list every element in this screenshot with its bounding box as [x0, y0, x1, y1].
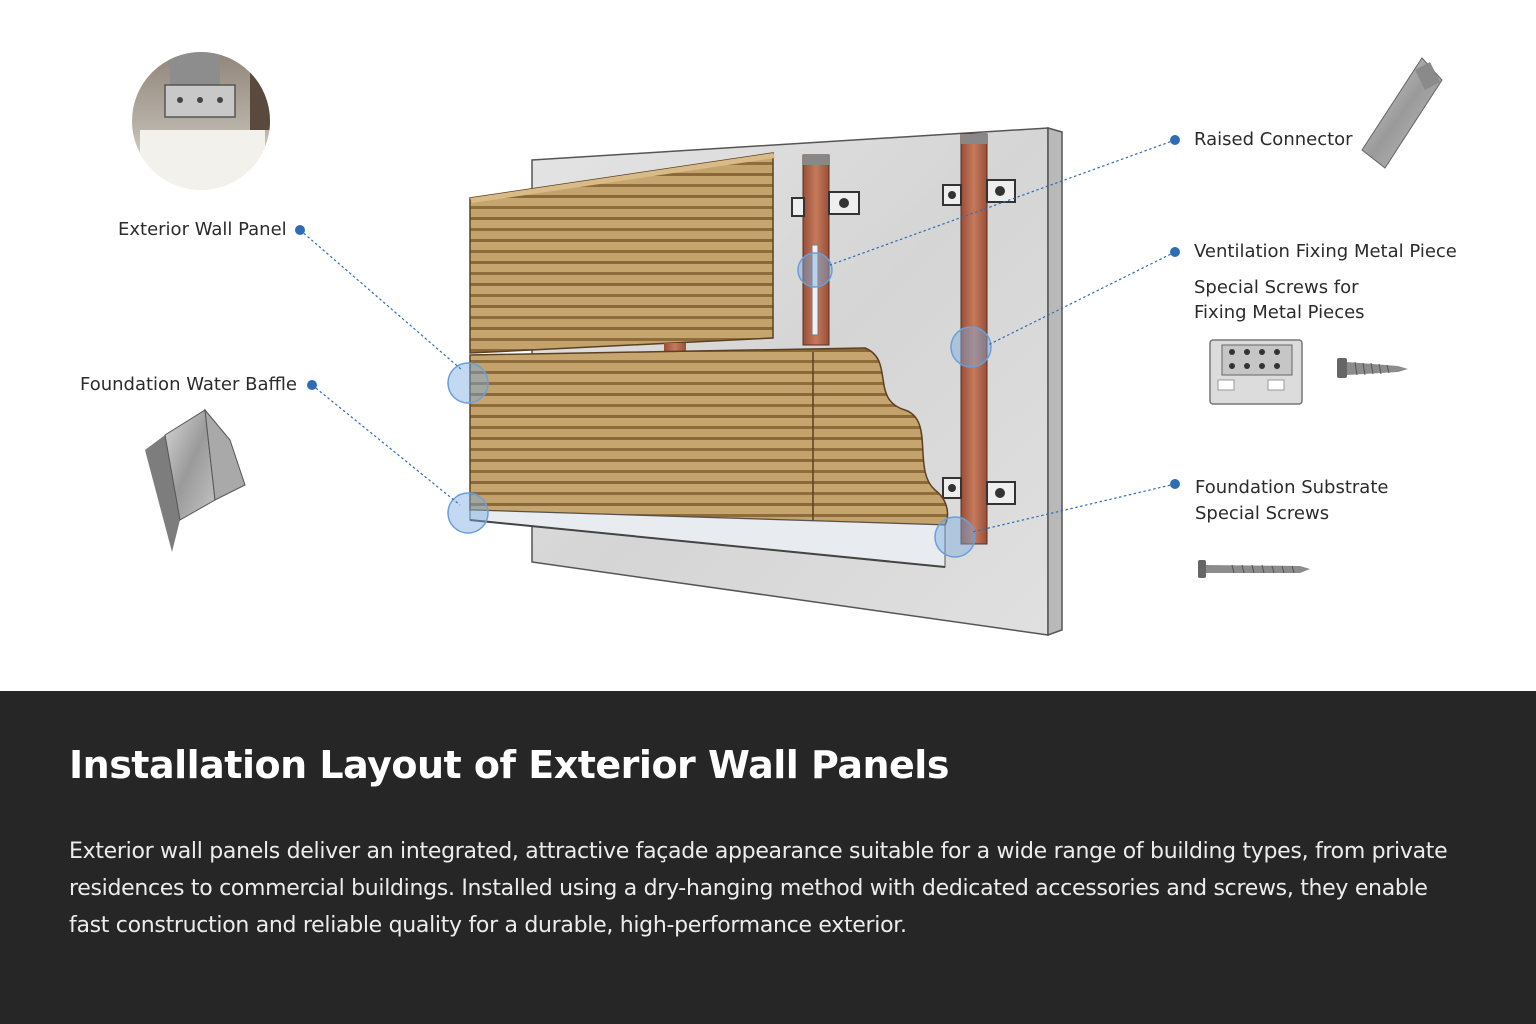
label-foundation-screws-line1: Foundation Substrate [1195, 477, 1389, 498]
raised-connector-icon [1361, 57, 1443, 169]
lower-wood-panel [469, 347, 949, 527]
callout-dots [295, 135, 1180, 489]
clip-photo-thumbnail [132, 52, 270, 190]
water-baffle-strip [469, 509, 946, 568]
fixing-metal-piece-icon [1209, 339, 1303, 405]
leader-lines [299, 139, 1176, 533]
fixing-clips [791, 179, 1016, 505]
wall-assembly-diagram [132, 52, 1443, 637]
label-foundation-water-baffle: Foundation Water Baffle [80, 374, 297, 395]
info-panel: Installation Layout of Exterior Wall Pan… [0, 691, 1536, 1024]
label-special-screws-line2: Fixing Metal Pieces [1194, 302, 1365, 323]
panel-title: Installation Layout of Exterior Wall Pan… [69, 743, 949, 787]
label-special-screws-line1: Special Screws for [1194, 277, 1359, 298]
panel-description: Exterior wall panels deliver an integrat… [69, 839, 1448, 938]
long-screw-icon [1198, 560, 1310, 578]
label-exterior-wall-panel: Exterior Wall Panel [118, 219, 287, 240]
batten-left [802, 154, 830, 346]
label-raised-connector: Raised Connector [1194, 129, 1353, 150]
upper-wood-panel [469, 152, 775, 354]
highlight-markers [447, 252, 992, 558]
batten-right [960, 133, 988, 545]
label-ventilation-fixing-metal-piece: Ventilation Fixing Metal Piece [1194, 241, 1457, 262]
short-screw-icon [1337, 358, 1408, 378]
label-foundation-screws-line2: Special Screws [1195, 503, 1330, 524]
diagram-area: Exterior Wall Panel Foundation Water Baf… [80, 52, 1457, 637]
water-baffle-icon [145, 408, 246, 552]
